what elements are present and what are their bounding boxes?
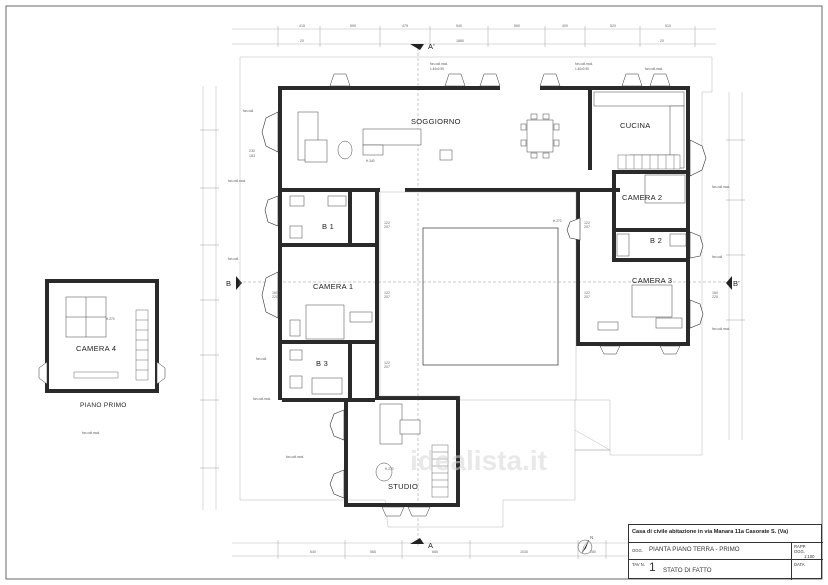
svg-text:122: 122 xyxy=(384,221,390,225)
room-label-camera-1: CAMERA 1 xyxy=(313,282,353,291)
svg-text:fon.coll.mod.: fon.coll.mod. xyxy=(82,431,100,435)
svg-text:220: 220 xyxy=(272,295,278,299)
svg-text:20: 20 xyxy=(300,39,304,43)
room-label-studio: STUDIO xyxy=(388,482,418,491)
svg-text:1030: 1030 xyxy=(520,550,528,554)
section-mark-a-top: A' xyxy=(428,42,435,51)
svg-text:1.40x0.90: 1.40x0.90 xyxy=(575,67,589,71)
svg-text:640: 640 xyxy=(310,550,316,554)
room-label-camera-3: CAMERA 3 xyxy=(632,276,672,285)
svg-text:fon.coll.mod.: fon.coll.mod. xyxy=(430,62,448,66)
sheet-border xyxy=(5,5,823,580)
svg-text:H.270: H.270 xyxy=(385,467,394,471)
svg-text:475: 475 xyxy=(402,24,408,28)
bay-windows xyxy=(261,111,707,499)
svg-text:fon.coll.mod.: fon.coll.mod. xyxy=(575,62,593,66)
svg-text:H.340: H.340 xyxy=(366,159,375,163)
svg-text:207: 207 xyxy=(584,295,590,299)
section-mark-a-bottom: A xyxy=(428,541,433,550)
svg-text:560: 560 xyxy=(514,24,520,28)
south-windows xyxy=(381,345,681,517)
svg-text:590: 590 xyxy=(350,24,356,28)
svg-text:415: 415 xyxy=(299,24,305,28)
north-windows xyxy=(329,73,671,87)
inset-caption: PIANO PRIMO xyxy=(80,402,127,409)
svg-text:565: 565 xyxy=(370,550,376,554)
room-label-camera-2: CAMERA 2 xyxy=(622,193,662,202)
technical-notes: fon.coll.mod. 1.40x0.90 fon.coll.mod. 1.… xyxy=(82,62,730,471)
inset-piano-primo xyxy=(38,279,166,393)
svg-text:fon.coll.mod.: fon.coll.mod. xyxy=(712,185,730,189)
svg-text:183: 183 xyxy=(249,154,255,158)
ogg-value: PIANTA PIANO TERRA - PRIMO xyxy=(649,546,740,553)
dimension-lines: 415 590 475 540 560 400 520 510 20 1880 20 640 5… xyxy=(200,24,745,559)
svg-text:665: 665 xyxy=(432,550,438,554)
svg-text:122: 122 xyxy=(584,221,590,225)
tav-number: 1 xyxy=(649,560,656,574)
svg-text:fon.coll.mod.: fon.coll.mod. xyxy=(645,67,663,71)
section-mark-b-right: B' xyxy=(733,279,740,288)
svg-text:H.270: H.270 xyxy=(553,219,562,223)
room-label-camera-4: CAMERA 4 xyxy=(76,344,116,353)
stairs xyxy=(431,154,681,498)
svg-text:1.40x0.90: 1.40x0.90 xyxy=(430,67,444,71)
north-arrow-label: N xyxy=(590,535,593,540)
svg-text:fon.coll.: fon.coll. xyxy=(712,255,723,259)
tav-value: STATO DI FATTO xyxy=(663,567,712,574)
svg-text:fon.coll.mod.: fon.coll.mod. xyxy=(228,179,246,183)
svg-text:122: 122 xyxy=(384,291,390,295)
svg-text:520: 520 xyxy=(610,24,616,28)
building-walls xyxy=(278,86,690,507)
svg-text:1880: 1880 xyxy=(456,39,464,43)
title-block: Casa di civile abitazione in via Manara … xyxy=(628,524,823,580)
svg-text:207: 207 xyxy=(584,225,590,229)
svg-text:400: 400 xyxy=(562,24,568,28)
section-mark-b-left: B xyxy=(226,279,231,288)
svg-text:122: 122 xyxy=(584,291,590,295)
svg-text:fon.coll.: fon.coll. xyxy=(228,257,239,261)
room-label-soggiorno: SOGGIORNO xyxy=(411,117,461,126)
svg-text:160: 160 xyxy=(272,291,278,295)
room-label-cucina: CUCINA xyxy=(620,121,651,130)
courtyard xyxy=(422,227,559,366)
svg-text:280: 280 xyxy=(590,550,596,554)
room-label-b1: B 1 xyxy=(322,222,334,231)
room-label-b3: B 3 xyxy=(316,359,328,368)
svg-text:160: 160 xyxy=(712,291,718,295)
svg-text:fon.coll.: fon.coll. xyxy=(243,109,254,113)
svg-text:122: 122 xyxy=(384,361,390,365)
data-label: DATA xyxy=(794,562,805,567)
svg-text:fon.coll.mod.: fon.coll.mod. xyxy=(253,397,271,401)
svg-text:207: 207 xyxy=(384,365,390,369)
svg-text:fon.coll.: fon.coll. xyxy=(256,357,267,361)
svg-text:H.270: H.270 xyxy=(106,317,115,321)
svg-text:fon.coll.mod.: fon.coll.mod. xyxy=(286,455,304,459)
watermark: idealista.it xyxy=(410,445,547,476)
section-lines xyxy=(236,44,732,548)
ogg-label: OGG. xyxy=(632,548,643,553)
svg-text:20: 20 xyxy=(660,39,664,43)
north-arrow-icon xyxy=(577,539,593,555)
room-label-b2: B 2 xyxy=(650,236,662,245)
scale-value: 1:100 xyxy=(804,554,815,559)
ogg-label-right: OGG. xyxy=(794,549,805,554)
svg-text:fon.coll.mod.: fon.coll.mod. xyxy=(712,327,730,331)
rapp-label: RAPP. xyxy=(794,544,807,549)
svg-text:207: 207 xyxy=(384,225,390,229)
svg-text:510: 510 xyxy=(665,24,671,28)
svg-text:230: 230 xyxy=(249,149,255,153)
svg-text:540: 540 xyxy=(456,24,462,28)
tav-label: TAV N. xyxy=(632,562,645,567)
title-block-title: Casa di civile abitazione in via Manara … xyxy=(632,529,789,535)
svg-text:207: 207 xyxy=(384,295,390,299)
svg-text:220: 220 xyxy=(712,295,718,299)
